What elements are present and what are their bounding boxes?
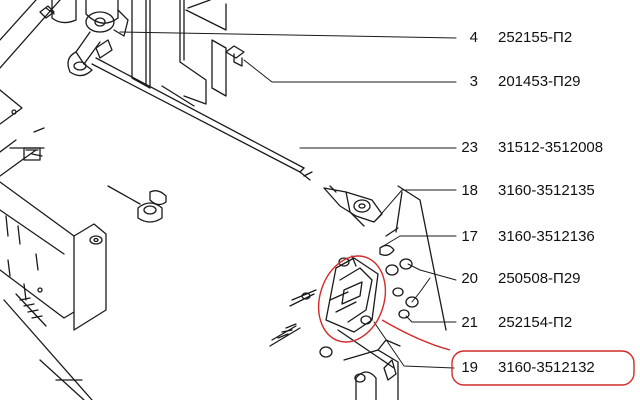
callout-number: 3 <box>469 73 478 90</box>
frame-edge-line <box>0 0 61 69</box>
callout-row: 23 31512-3512008 <box>448 137 638 159</box>
callout-row: 4 252155-П2 <box>448 27 638 49</box>
leader-lines <box>119 31 457 369</box>
callout-row: 21 252154-П2 <box>448 312 638 334</box>
callout-number: 18 <box>461 182 478 199</box>
bolt-part-3 <box>225 45 245 67</box>
callout-part-code: 250508-П29 <box>498 270 581 287</box>
bracket-part-19 <box>325 255 379 333</box>
callout-part-code: 3160-3512136 <box>498 228 595 245</box>
lever-part-18 <box>323 185 383 227</box>
callout-part-code: 3160-3512132 <box>498 359 595 376</box>
callout-part-code: 3160-3512135 <box>498 182 595 199</box>
callout-number: 4 <box>469 29 478 46</box>
callout-number: 17 <box>461 228 478 245</box>
callout-number: 19 <box>461 359 478 376</box>
chassis-plate <box>0 89 107 400</box>
callout-part-code: 201453-П29 <box>498 73 581 90</box>
highlight-connector <box>381 319 451 351</box>
lower-block <box>343 339 401 400</box>
callout-part-code: 31512-3512008 <box>498 139 604 156</box>
frame-edge-line <box>0 0 37 41</box>
callout-number: 23 <box>461 139 478 156</box>
highlight-ellipse <box>317 255 387 343</box>
highlight-marks <box>317 255 635 386</box>
callout-row: 19 3160-3512132 <box>448 357 638 379</box>
valve-body-assembly <box>39 0 129 77</box>
callout-row: 18 3160-3512135 <box>448 180 638 202</box>
highlight-callout-box <box>451 350 635 386</box>
rod-part-23 <box>91 57 313 181</box>
callout-row: 17 3160-3512136 <box>448 226 638 248</box>
washer-stack <box>15 147 167 327</box>
callout-number: 21 <box>461 314 478 331</box>
callout-row: 20 250508-П29 <box>448 268 638 290</box>
callout-row: 3 201453-П29 <box>448 71 638 93</box>
screw-set <box>269 289 395 369</box>
callout-part-code: 252154-П2 <box>498 314 573 331</box>
callout-part-code: 252155-П2 <box>498 29 573 46</box>
mounting-panel <box>131 0 227 107</box>
right-bracket <box>379 185 447 331</box>
callout-number: 20 <box>461 270 478 287</box>
washer-part-20 <box>385 258 419 319</box>
